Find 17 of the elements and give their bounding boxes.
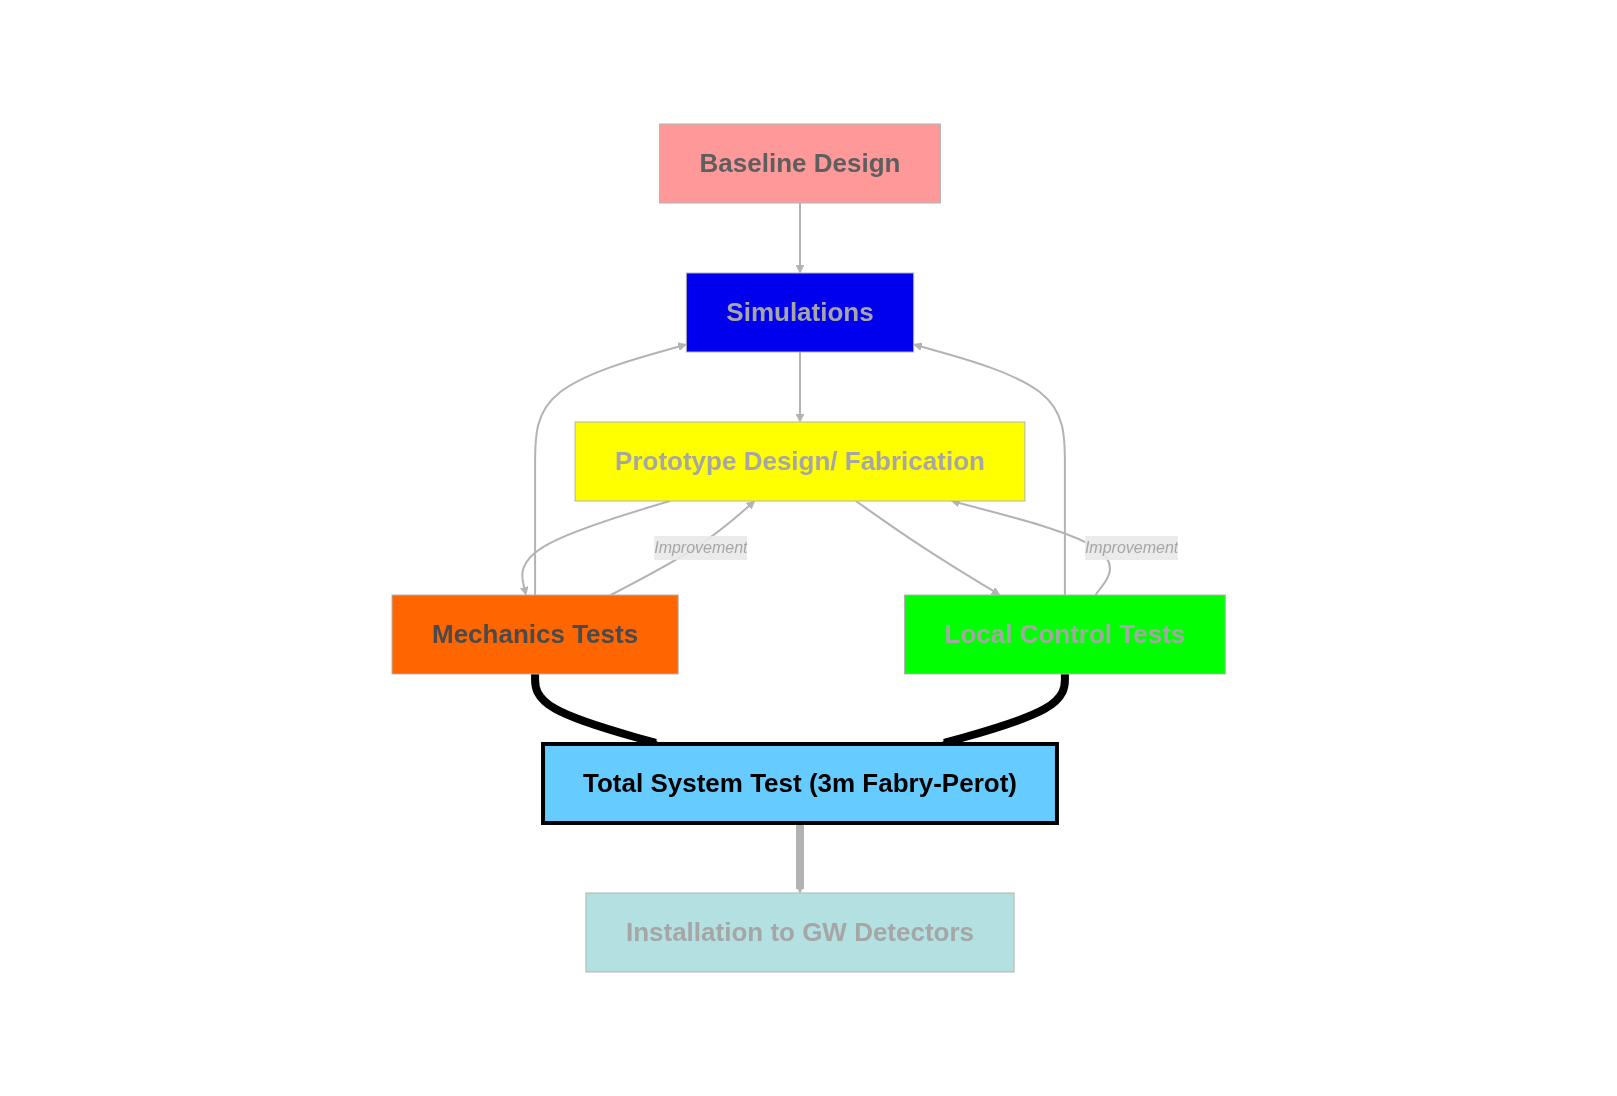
arrow (795, 351, 805, 423)
arrow (519, 500, 671, 596)
node-box: Simulations (685, 272, 914, 353)
node-box: Total System Test (3m Fabry-Perot) (540, 742, 1059, 825)
node-box: Mechanics Tests (391, 594, 679, 675)
arrow (854, 500, 1001, 596)
node-box: Baseline Design (658, 123, 941, 204)
node-box: Local Control Tests (903, 594, 1226, 675)
edge-label: Improvement (654, 538, 748, 556)
node-box: Installation to GW Detectors (585, 892, 1015, 973)
arrow (609, 500, 755, 596)
arrow (795, 202, 805, 274)
arrow (533, 342, 687, 596)
node-box: Prototype Design/ Fabrication (574, 421, 1026, 502)
edge-label: Improvement (1084, 538, 1179, 556)
arrow (795, 823, 805, 894)
arrow (913, 342, 1066, 596)
